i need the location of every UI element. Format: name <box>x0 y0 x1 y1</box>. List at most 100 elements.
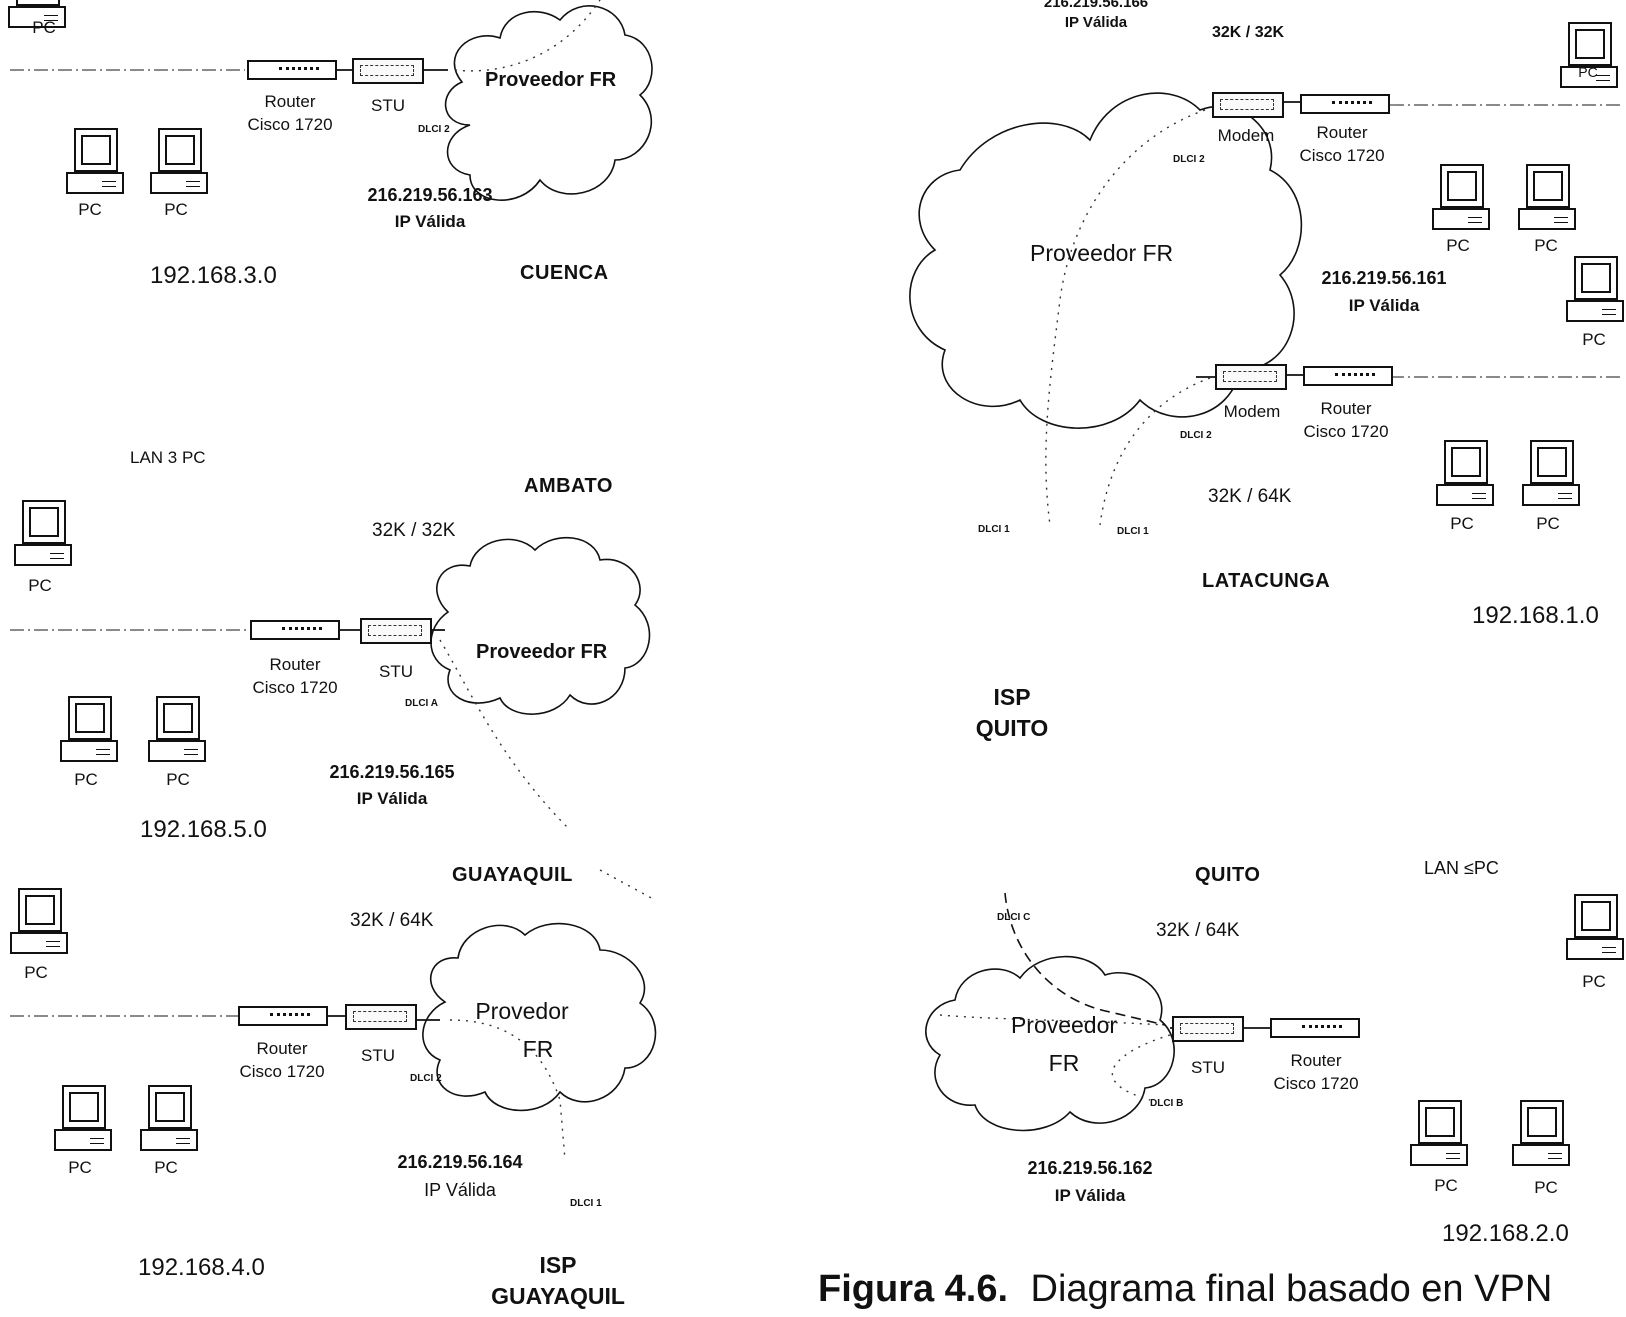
figure-title: Diagrama final basado en VPN <box>1030 1268 1553 1310</box>
pc-icon <box>10 888 70 956</box>
pc-icon <box>1432 164 1492 232</box>
stu-cuenca-label: STU <box>371 96 405 115</box>
ip-ambato: 216.219.56.165 <box>329 762 455 782</box>
speed-top: 32K / 32K <box>1212 24 1285 41</box>
city-quito: QUITO <box>1195 864 1261 886</box>
lan-label-right: LAN ≤PC <box>1424 858 1499 878</box>
cloud-guayaquil <box>422 922 657 1112</box>
router-ambato <box>250 620 340 640</box>
cloud-ambato <box>430 536 651 715</box>
pc-label: PC <box>28 576 52 595</box>
ip-guayaquil-valid: IP Válida <box>424 1180 496 1200</box>
pc-label: PC <box>1582 972 1606 991</box>
dlci-latacunga-bottom: DLCI 2 <box>1180 430 1212 441</box>
isp-guayaquil: ISP GUAYAQUIL <box>491 1252 625 1310</box>
cloud-quito-label-2: FR <box>1048 1050 1080 1076</box>
stu-ambato-label: STU <box>379 662 413 681</box>
router-cuenca <box>247 60 337 80</box>
stu-quito-label: STU <box>1191 1058 1225 1077</box>
pc-icon <box>1566 256 1626 324</box>
router-latacunga-bottom <box>1303 366 1393 386</box>
cloud-latacunga-label: Proveedor FR <box>1030 240 1174 266</box>
pc-label: PC <box>1450 514 1474 533</box>
pc-label: PC <box>74 770 98 789</box>
pc-icon <box>66 128 126 196</box>
pc-icon <box>1560 22 1620 90</box>
router-latacunga-bottom-label: Router Cisco 1720 <box>1303 399 1389 441</box>
stu-quito <box>1172 1016 1244 1042</box>
pc-label: PC <box>78 200 102 219</box>
city-cuenca: CUENCA <box>520 262 609 284</box>
cloud-guayaquil-label-1: Provedor <box>475 998 569 1024</box>
pc-label: PC <box>1434 1176 1458 1195</box>
dlci-guayaquil-isp: DLCI 1 <box>570 1198 602 1209</box>
router-latacunga-top <box>1300 94 1390 114</box>
figure-caption: Figura 4.6. Diagrama final basado en VPN <box>818 1268 1552 1312</box>
pc-label: PC <box>1536 514 1560 533</box>
network-latacunga: 192.168.1.0 <box>1472 602 1599 629</box>
ip-cuenca: 216.219.56.163 <box>367 185 493 205</box>
pc-label: PC <box>1582 330 1606 349</box>
pc-label: PC <box>24 963 48 982</box>
lan-label-left: LAN 3 PC <box>130 448 206 467</box>
pc-label: PC <box>1534 236 1558 255</box>
cloud-quito-label-1: Proveedor <box>1010 1012 1118 1038</box>
dlci-latacunga-top: DLCI 2 <box>1173 154 1205 165</box>
modem-label: Modem <box>1217 126 1275 145</box>
router-quito-label: Router Cisco 1720 <box>1273 1051 1359 1093</box>
speed-guayaquil: 32K / 64K <box>350 910 434 931</box>
ip-ambato-valid: IP Válida <box>356 789 428 808</box>
stu-cuenca <box>352 58 424 84</box>
network-guayaquil: 192.168.4.0 <box>138 1254 265 1281</box>
figure-number: Figura 4.6. <box>818 1268 1009 1310</box>
router-latacunga-top-label: Router Cisco 1720 <box>1299 123 1385 165</box>
pc-label: PC <box>154 1158 178 1177</box>
modem-latacunga-top <box>1212 92 1284 118</box>
pc-icon <box>1566 894 1626 962</box>
pc-label: PC <box>1578 64 1598 80</box>
pc-icon <box>1436 440 1496 508</box>
cloud-cuenca-label: Proveedor FR <box>485 69 617 91</box>
modem-latacunga-bottom <box>1215 364 1287 390</box>
pc-icon <box>1512 1100 1572 1168</box>
cloud-quito <box>925 955 1175 1132</box>
cloud-cuenca <box>444 5 653 201</box>
dlci-isp-right: DLCI 1 <box>1117 526 1149 537</box>
pc-label: PC <box>1534 1178 1558 1197</box>
pc-label: PC <box>1446 236 1470 255</box>
pc-icon <box>1522 440 1582 508</box>
pc-icon <box>140 1085 200 1153</box>
ip-cuenca-valid: IP Válida <box>394 212 466 231</box>
pc-label: PC <box>166 770 190 789</box>
cloud-ambato-label: Proveedor FR <box>476 641 608 663</box>
pc-icon <box>1518 164 1578 232</box>
ip-latacunga-valid: IP Válida <box>1348 296 1420 315</box>
ip-latacunga: 216.219.56.161 <box>1321 268 1447 288</box>
dlci-guayaquil: DLCI 2 <box>410 1073 442 1084</box>
router-guayaquil-label: Router Cisco 1720 <box>239 1039 325 1081</box>
speed-latacunga: 32K / 64K <box>1208 486 1292 507</box>
pc-icon <box>14 500 74 568</box>
ip-guayaquil: 216.219.56.164 <box>397 1152 523 1172</box>
router-quito <box>1270 1018 1360 1038</box>
pc-icon <box>148 696 208 764</box>
isp-quito: ISP QUITO <box>975 684 1049 742</box>
network-cuenca: 192.168.3.0 <box>150 262 277 289</box>
dlci-quito-b: DLCI B <box>1150 1098 1184 1109</box>
pc-label: PC <box>164 200 188 219</box>
stu-guayaquil-label: STU <box>361 1046 395 1065</box>
speed-ambato: 32K / 32K <box>372 520 456 541</box>
city-guayaquil: GUAYAQUIL <box>452 864 573 886</box>
ip-top-valid: IP Válida <box>1064 14 1128 31</box>
dlci-cuenca: DLCI 2 <box>418 124 450 135</box>
dlci-isp-left: DLCI 1 <box>978 524 1010 535</box>
router-guayaquil <box>238 1006 328 1026</box>
network-ambato: 192.168.5.0 <box>140 816 267 843</box>
city-ambato: AMBATO <box>524 475 613 497</box>
pc-icon <box>8 0 68 30</box>
stu-ambato <box>360 618 432 644</box>
pc-icon <box>1410 1100 1470 1168</box>
router-ambato-label: Router Cisco 1720 <box>252 655 338 697</box>
modem-label: Modem <box>1223 402 1281 421</box>
